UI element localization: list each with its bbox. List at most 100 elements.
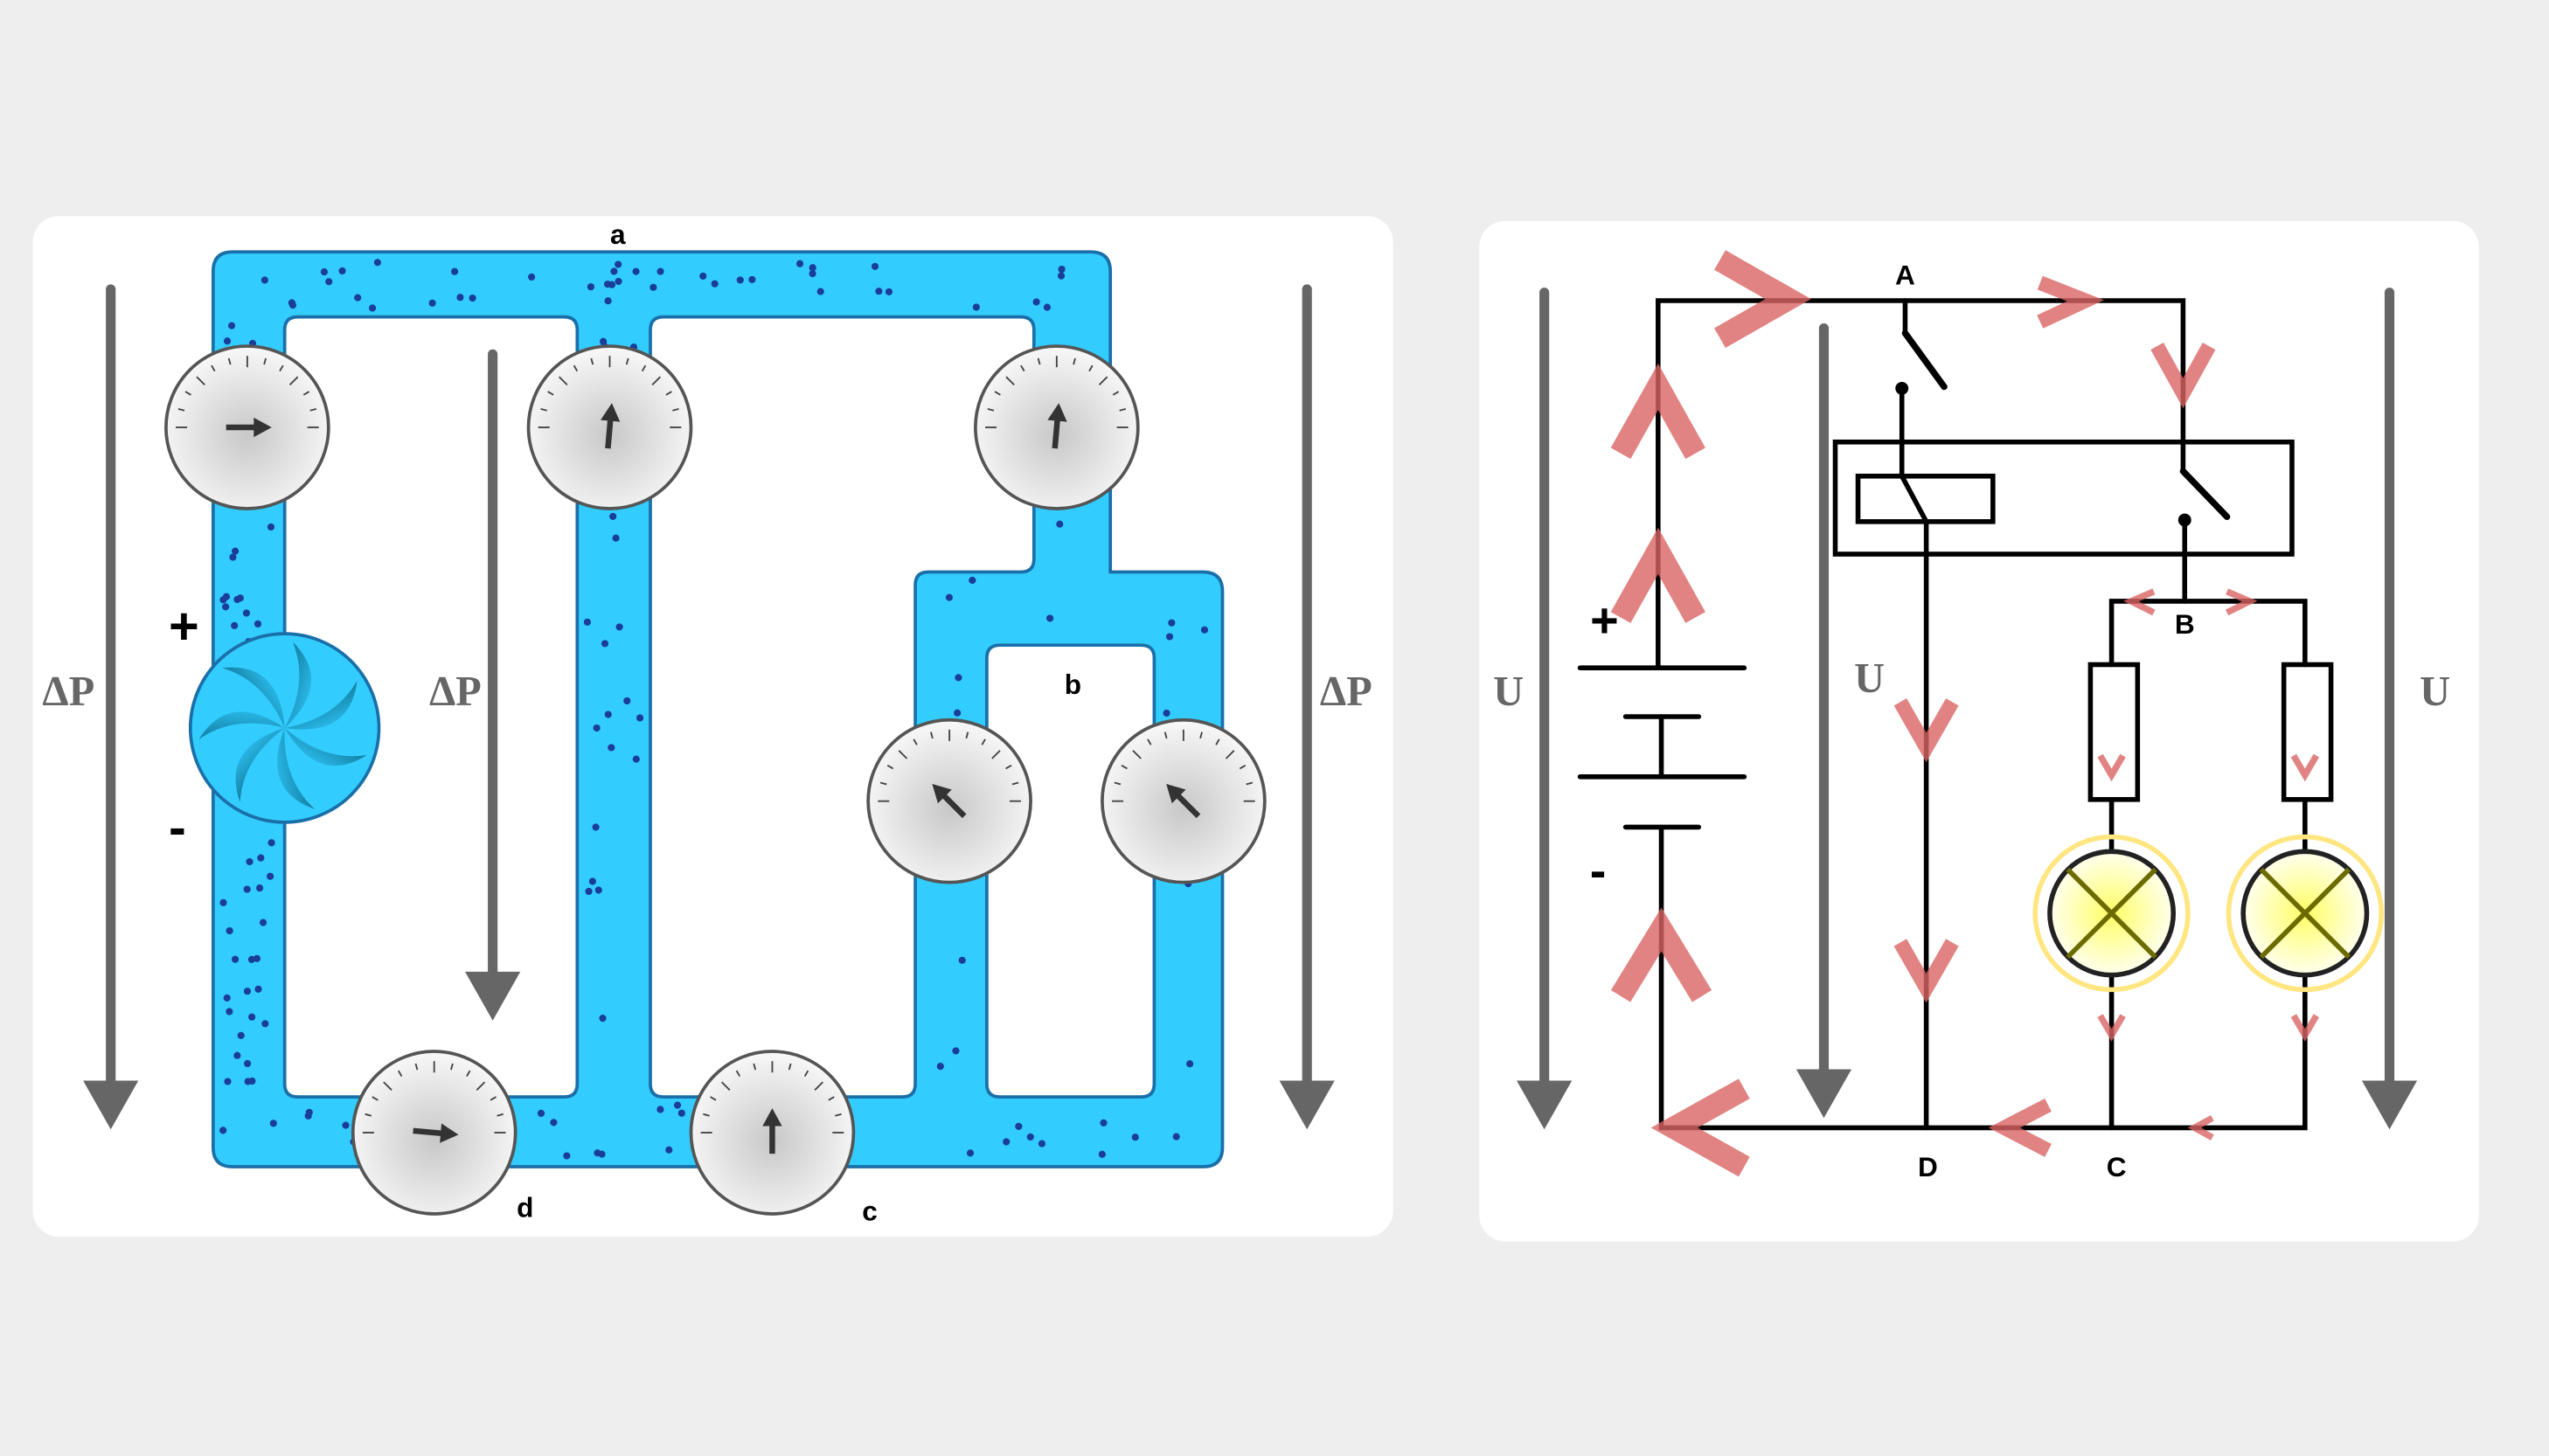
particle	[615, 260, 622, 268]
voltage-label-right: U	[2420, 669, 2450, 715]
pump	[188, 632, 381, 824]
particle	[456, 294, 464, 302]
voltage-label-left: U	[1493, 669, 1524, 715]
particle	[1163, 709, 1170, 718]
particle	[612, 534, 620, 542]
particle	[1046, 614, 1054, 622]
particle	[1032, 298, 1040, 306]
particle	[537, 1109, 545, 1117]
particle	[1003, 1138, 1011, 1146]
particle	[244, 1078, 252, 1085]
particle	[255, 884, 264, 892]
gauge-needle-icon	[1047, 403, 1067, 449]
particle	[588, 877, 596, 885]
current-arrow-icon	[1610, 527, 1705, 623]
current-arrow-icon	[2037, 275, 2105, 329]
particle	[254, 620, 262, 628]
particle	[261, 1020, 269, 1028]
particle	[885, 288, 893, 296]
gauge-needle-icon	[413, 1123, 459, 1143]
relay-switch-contact	[2177, 513, 2191, 527]
particle	[288, 302, 297, 309]
particle	[231, 955, 240, 963]
resistor-right	[2281, 662, 2334, 802]
current-arrow-icon	[1650, 1078, 1750, 1177]
particle	[1098, 1150, 1106, 1158]
particle	[656, 1106, 664, 1113]
particle	[603, 281, 612, 288]
current-arrow-icon	[2097, 753, 2126, 782]
particle	[599, 1015, 607, 1023]
pressure-gauge	[689, 1050, 856, 1216]
particle	[246, 857, 254, 866]
particle	[945, 593, 954, 601]
particle	[231, 621, 239, 629]
particle	[242, 609, 251, 617]
battery	[1577, 665, 1747, 830]
particle	[615, 277, 622, 286]
particle	[677, 1109, 685, 1117]
current-arrow-icon	[2290, 1014, 2320, 1042]
particle	[656, 267, 664, 275]
pump-minus-label: -	[169, 798, 186, 856]
particle	[601, 640, 609, 648]
node-label-b: B	[2175, 608, 2195, 640]
particle	[248, 1013, 256, 1021]
particle	[736, 276, 744, 284]
pressure-label-middle: ΔP	[429, 669, 482, 715]
particle	[259, 919, 267, 926]
particle	[373, 259, 381, 267]
pressure-label-right: ΔP	[1320, 669, 1372, 715]
particle	[1038, 1140, 1046, 1147]
particle	[219, 898, 227, 906]
particle	[342, 1121, 350, 1129]
particle	[673, 1101, 682, 1109]
particle	[604, 297, 612, 305]
pressure-gauge	[526, 344, 693, 510]
particle	[1165, 633, 1174, 641]
node-label-d: D	[1918, 1151, 1938, 1182]
pressure-gauge	[974, 344, 1140, 510]
particle	[955, 674, 962, 682]
particle	[608, 744, 615, 752]
node-label-a: A	[1895, 259, 1915, 290]
particle	[233, 1051, 241, 1059]
particle	[594, 1149, 601, 1157]
pressure-gauge	[164, 344, 330, 510]
particle	[563, 1152, 571, 1160]
gauge-needle-icon	[601, 403, 621, 449]
particle	[796, 260, 804, 267]
node-label-c: C	[2107, 1151, 2127, 1182]
pressure-gauge	[866, 718, 1032, 884]
particle	[1043, 303, 1052, 311]
particle	[1056, 520, 1064, 528]
lamp-left	[2032, 834, 2191, 993]
node-label-c: c	[862, 1195, 878, 1226]
particle	[267, 872, 274, 880]
particle	[354, 294, 362, 302]
particle	[244, 1059, 252, 1068]
battery-plus-label: +	[1590, 593, 1619, 648]
particle	[711, 280, 719, 288]
particle	[649, 283, 657, 291]
particle	[227, 322, 236, 329]
particle	[243, 988, 252, 995]
particle	[223, 994, 231, 1002]
particle	[267, 523, 275, 531]
particle	[237, 1031, 245, 1039]
particle	[368, 304, 377, 312]
particle	[583, 618, 592, 626]
pressure-gauges	[164, 344, 1267, 1216]
particle	[269, 1120, 277, 1127]
gauge-needle-icon	[1166, 783, 1201, 819]
resistor-left	[2087, 662, 2141, 802]
particle	[325, 278, 333, 286]
particle	[229, 553, 237, 561]
particle	[699, 272, 707, 281]
particle	[305, 1108, 313, 1116]
pressure-gauge	[351, 1050, 517, 1216]
current-arrow-icon	[2225, 588, 2258, 616]
particle	[871, 262, 879, 270]
particle	[816, 288, 824, 295]
pump-plus-label: +	[169, 596, 199, 655]
